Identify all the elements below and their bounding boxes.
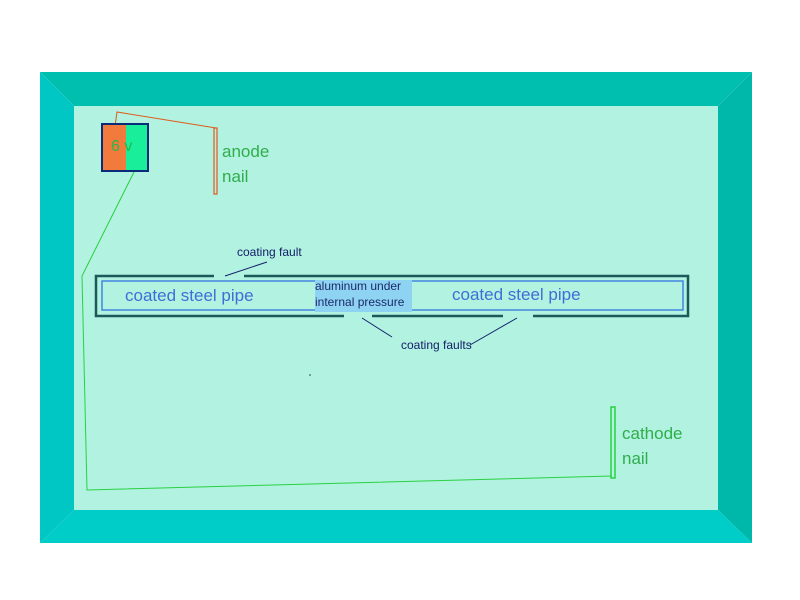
- battery-positive-half: [126, 125, 148, 171]
- frame-top-bevel: [40, 72, 752, 106]
- anode-label-line1: anode: [222, 142, 270, 161]
- aluminum-label-line2: internal pressure: [315, 295, 405, 309]
- coating-faults-pointer-left: [361, 317, 393, 338]
- battery-outline: [101, 123, 149, 172]
- aluminum-label-line1: aluminum under: [315, 279, 402, 293]
- battery-voltage-label: 6 v: [111, 138, 133, 155]
- pipe-right-label: coated steel pipe: [452, 285, 581, 304]
- cathode-label-line1: cathode: [622, 424, 683, 443]
- stray-dot: [309, 374, 311, 376]
- anode-wire: [114, 111, 217, 129]
- frame-left-bevel: [40, 72, 74, 543]
- pipe-assembly: [94, 273, 690, 319]
- coating-fault-gap: [344, 313, 372, 319]
- battery-negative-half: [103, 125, 126, 171]
- anode-nail: [213, 127, 218, 195]
- battery: [101, 123, 149, 172]
- coating-faults-pointer-right: [469, 317, 518, 346]
- coating-fault-gap: [503, 313, 533, 319]
- cathode-nail: [610, 406, 616, 479]
- aluminum-label: aluminum under internal pressure: [315, 278, 404, 310]
- pipe-left-label: coated steel pipe: [125, 286, 254, 305]
- cathode-label-line2: nail: [622, 449, 649, 468]
- pipe-outer-wall: [94, 274, 690, 318]
- cathode-wire: [81, 171, 613, 491]
- anode-nail-label: anode nail: [222, 139, 269, 189]
- frame-right-bevel: [718, 72, 752, 543]
- aluminum-section: [315, 280, 412, 312]
- frame-bottom-bevel: [40, 510, 752, 543]
- coating-fault-gap: [214, 273, 244, 279]
- cathode-nail-label: cathode nail: [622, 421, 683, 471]
- anode-label-line2: nail: [222, 167, 249, 186]
- coating-faults-label: coating faults: [401, 338, 472, 352]
- coating-fault-pointer: [224, 261, 268, 277]
- coating-fault-label: coating fault: [237, 245, 302, 259]
